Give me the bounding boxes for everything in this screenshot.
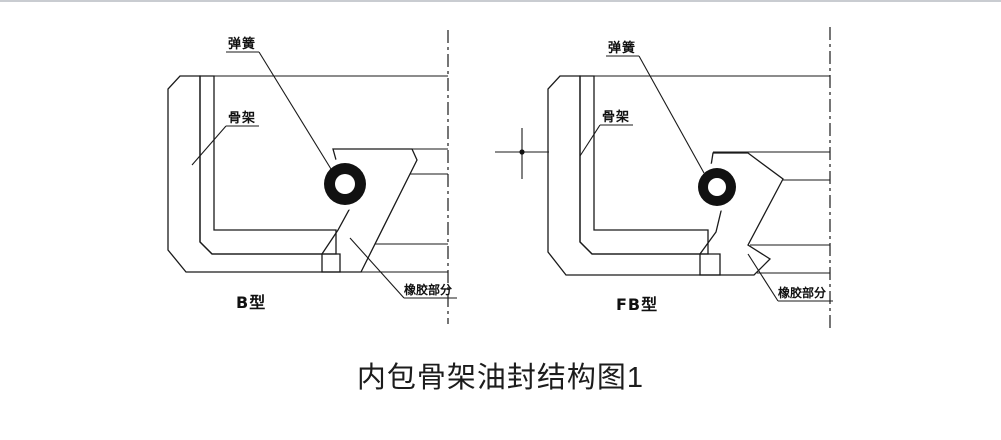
type-label-b: B型: [236, 293, 266, 312]
rubber-leader-line-fb: [747, 253, 779, 302]
skeleton-leader-line-b: [191, 125, 227, 166]
rubber-label-fb: 橡胶部分: [778, 285, 826, 300]
spring-ring-fb: [693, 163, 741, 211]
rubber-body-fb: [547, 75, 721, 276]
spring-label-b: 弹簧: [228, 36, 256, 51]
skeleton-leader-line-fb: [579, 124, 601, 157]
spring-label-fb: 弹簧: [608, 40, 636, 55]
figure-caption: 内包骨架油封结构图1: [356, 362, 645, 394]
spring-leader-line-b: [258, 51, 332, 170]
skeleton-label-fb: 骨架: [602, 109, 630, 124]
rubber-leader-line-b: [349, 237, 405, 299]
reference-lines-b: [180, 75, 448, 273]
spring-ring-b: [319, 158, 371, 210]
skeleton-insert-b: [199, 75, 337, 255]
skeleton-insert-fb: [579, 75, 709, 255]
rubber-body-b: [167, 75, 341, 273]
rubber-label-b: 橡胶部分: [404, 282, 452, 297]
seal-b-diagram: 弹簧 骨架 橡胶部分 B型: [167, 30, 457, 324]
spring-leader-line-fb: [638, 55, 705, 174]
seal-fb-diagram: 弹簧 骨架 橡胶部分 FB型: [495, 27, 833, 332]
skeleton-label-b: 骨架: [228, 110, 256, 125]
reference-lines-fb: [560, 75, 830, 274]
crosshair-center-mark: [495, 128, 549, 179]
type-label-fb: FB型: [616, 295, 658, 314]
